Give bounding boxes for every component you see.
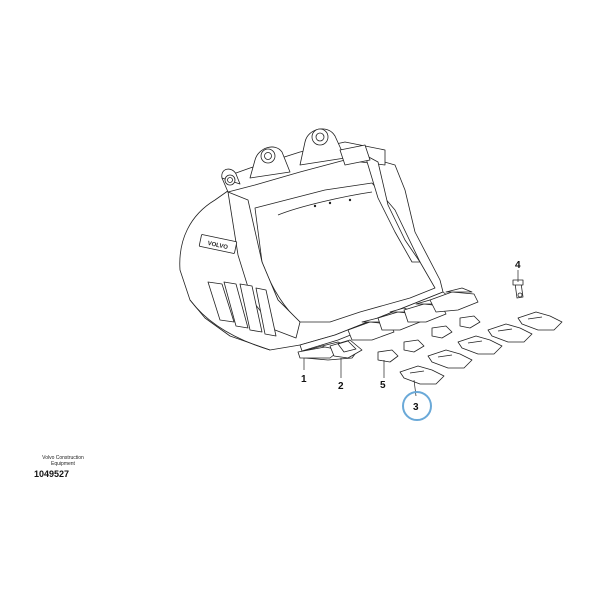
part-tooth	[329, 339, 363, 359]
leader-line-3	[413, 379, 417, 397]
manufacturer-caption: Volvo Construction Equipment	[18, 455, 108, 467]
part-teeth	[399, 311, 563, 385]
caption-line-1: Volvo Construction	[42, 455, 84, 461]
part-number: 1049527	[34, 469, 70, 479]
bucket-body	[179, 141, 449, 352]
callout-1[interactable]: 1	[301, 374, 307, 385]
callout-5[interactable]: 5	[380, 380, 386, 391]
callout-4[interactable]: 4	[515, 260, 521, 271]
bucket-brand-mark: VOLVO	[207, 241, 229, 251]
part-bolt	[512, 279, 524, 299]
mounting-ears	[221, 128, 371, 186]
callout-2[interactable]: 2	[338, 381, 344, 392]
callout-3[interactable]: 3	[413, 402, 419, 413]
caption-line-2: Equipment	[51, 461, 75, 467]
part-lock	[377, 315, 481, 363]
highlight-ring[interactable]	[402, 391, 432, 421]
